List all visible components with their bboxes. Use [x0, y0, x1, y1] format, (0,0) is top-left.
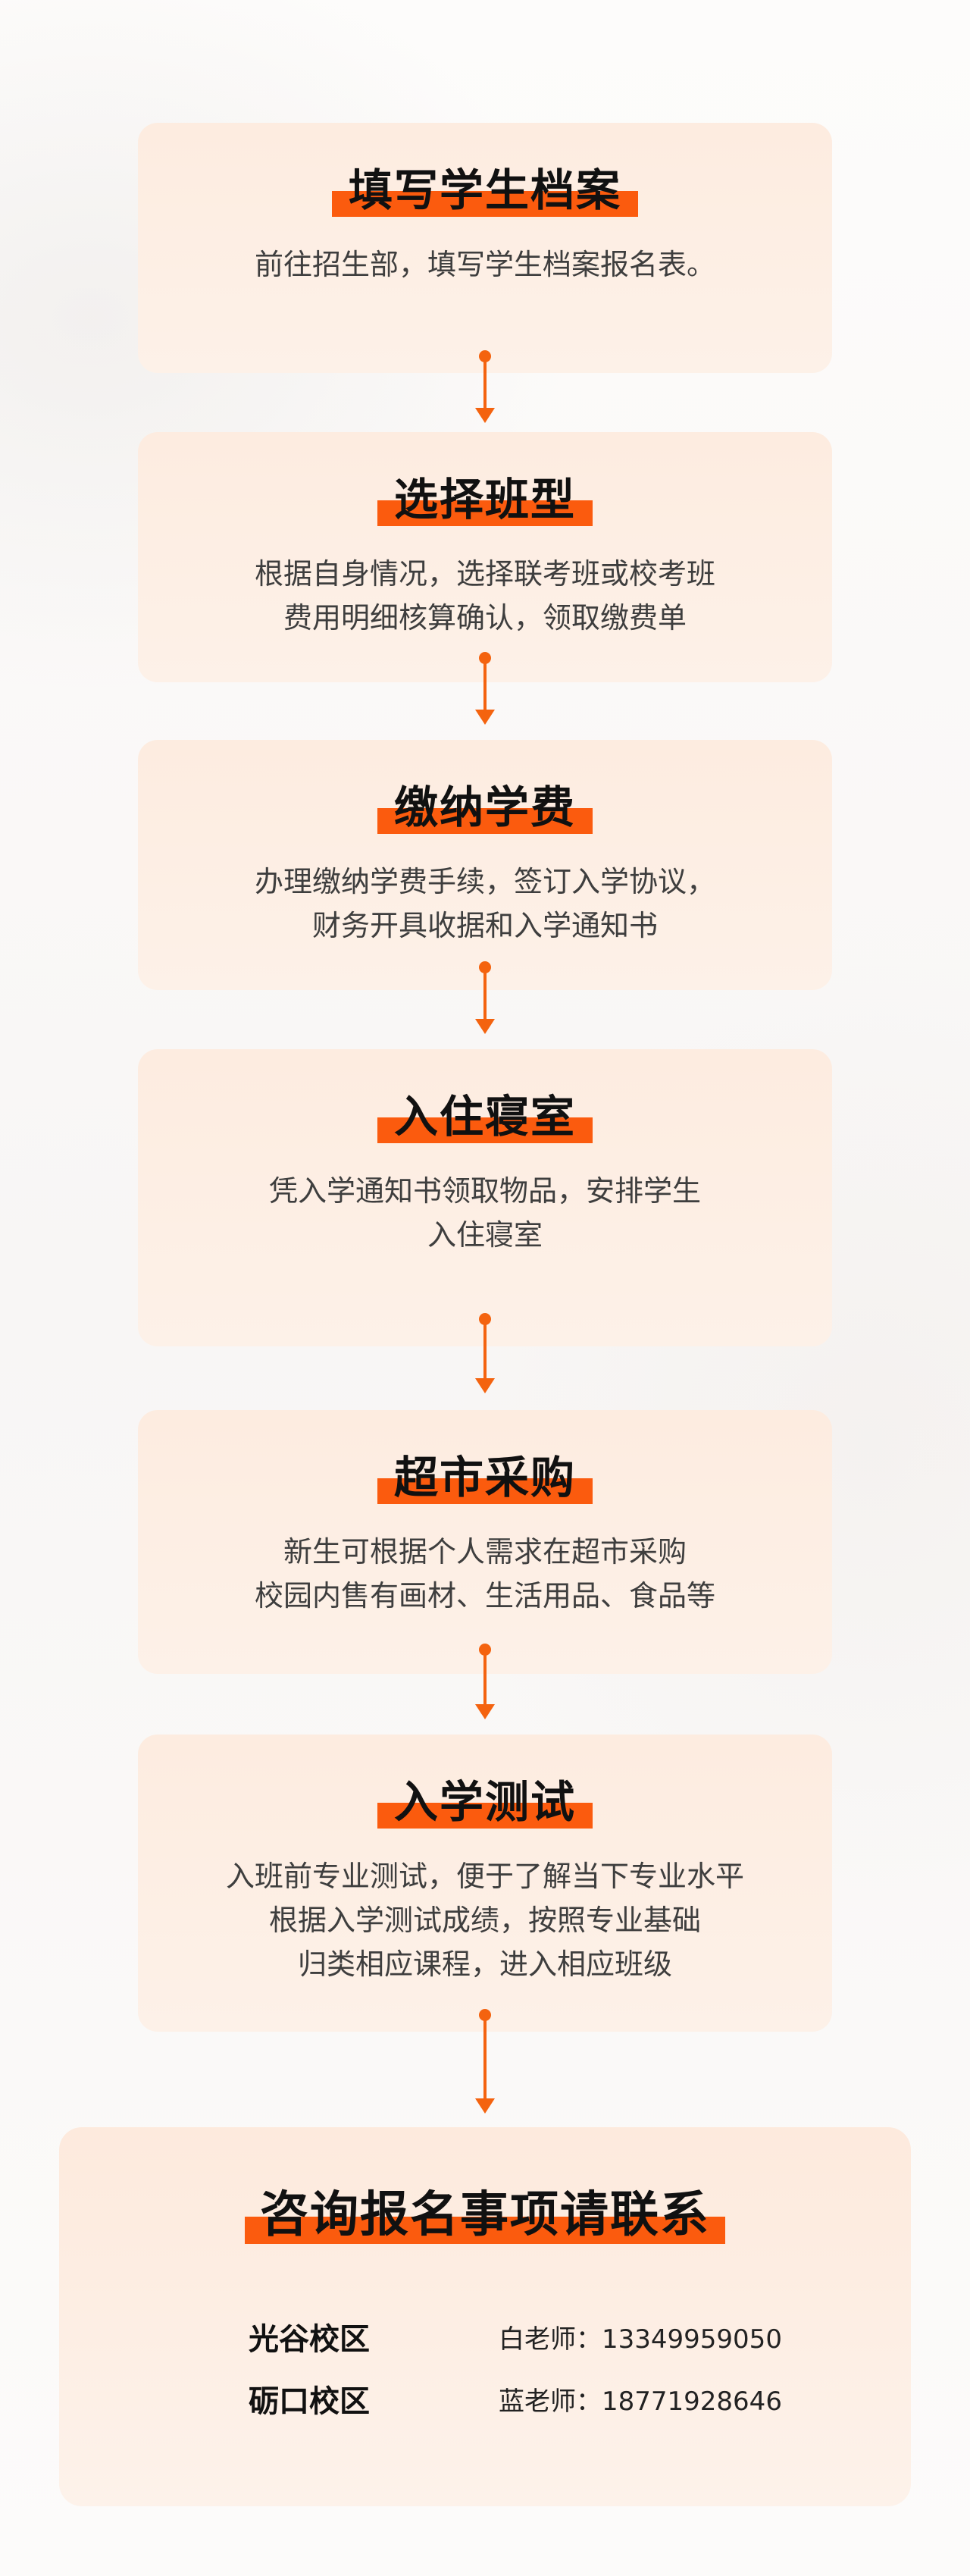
arrow-dot-icon: [479, 1644, 491, 1656]
flow-arrow-1: [475, 350, 495, 423]
step-description: 凭入学通知书领取物品，安排学生 入住寝室: [268, 1174, 701, 1252]
step-card-choose-class: 选择班型 根据自身情况，选择联考班或校考班 费用明细核算确认，领取缴费单: [138, 432, 832, 682]
step-description: 根据自身情况，选择联考班或校考班 费用明细核算确认，领取缴费单: [254, 557, 715, 635]
arrow-dot-icon: [479, 652, 491, 664]
arrow-down-icon: [475, 1704, 495, 1719]
arrow-dot-icon: [479, 961, 491, 973]
campus-name: 光谷校区: [249, 2322, 370, 2357]
flow-arrow-6: [475, 2009, 495, 2114]
contact-card: 咨询报名事项请联系 光谷校区 白老师：13349959050 砺口校区 蓝老师：…: [59, 2127, 911, 2506]
arrow-down-icon: [475, 2098, 495, 2114]
step-card-dormitory: 入住寝室 凭入学通知书领取物品，安排学生 入住寝室: [138, 1049, 832, 1346]
arrow-dot-icon: [479, 2009, 491, 2021]
arrow-down-icon: [475, 1019, 495, 1034]
step-card-pay-tuition: 缴纳学费 办理缴纳学费手续，签订入学协议， 财务开具收据和入学通知书: [138, 740, 832, 990]
teacher-phone: 白老师：13349959050: [499, 2324, 782, 2355]
step-description: 办理缴纳学费手续，签订入学协议， 财务开具收据和入学通知书: [254, 865, 715, 942]
arrow-down-icon: [475, 1378, 495, 1393]
step-title: 选择班型: [377, 472, 593, 528]
flow-arrow-4: [475, 1313, 495, 1393]
arrow-down-icon: [475, 408, 495, 423]
arrow-dot-icon: [479, 1313, 491, 1325]
flow-arrow-2: [475, 652, 495, 725]
flow-arrow-5: [475, 1644, 495, 1719]
step-card-fill-profile: 填写学生档案 前往招生部，填写学生档案报名表。: [138, 123, 832, 373]
arrow-dot-icon: [479, 350, 491, 362]
teacher-phone: 蓝老师：18771928646: [499, 2386, 782, 2417]
arrow-down-icon: [475, 710, 495, 725]
contact-title: 咨询报名事项请联系: [245, 2185, 725, 2245]
step-description: 新生可根据个人需求在超市采购 校园内售有画材、生活用品、食品等: [254, 1535, 715, 1612]
step-card-entrance-test: 入学测试 入班前专业测试，便于了解当下专业水平 根据入学测试成绩，按照专业基础 …: [138, 1735, 832, 2032]
flow-arrow-3: [475, 961, 495, 1034]
step-title: 入学测试: [377, 1774, 593, 1830]
step-description: 前往招生部，填写学生档案报名表。: [254, 248, 715, 281]
step-title: 填写学生档案: [331, 162, 639, 218]
step-card-supermarket: 超市采购 新生可根据个人需求在超市采购 校园内售有画材、生活用品、食品等: [138, 1410, 832, 1674]
step-description: 入班前专业测试，便于了解当下专业水平 根据入学测试成绩，按照专业基础 归类相应课…: [225, 1860, 744, 1981]
step-title: 超市采购: [377, 1449, 593, 1506]
step-title: 缴纳学费: [377, 779, 593, 835]
step-title: 入住寝室: [377, 1089, 593, 1145]
campus-name: 砺口校区: [249, 2384, 370, 2419]
